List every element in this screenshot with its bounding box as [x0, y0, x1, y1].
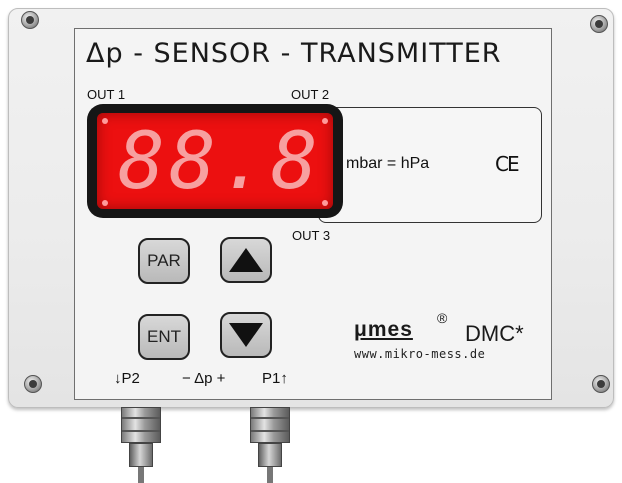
- out1-label: OUT 1: [87, 87, 126, 102]
- brand-url: www.mikro-mess.de: [354, 347, 486, 361]
- ce-mark: CE: [495, 152, 520, 176]
- screw-bottom-left-icon: [24, 375, 42, 393]
- up-button[interactable]: [220, 237, 272, 283]
- port-p2-label: ↓P2: [114, 370, 140, 387]
- display-readout: 88.8: [118, 117, 322, 207]
- unit-label: mbar = hPa: [346, 155, 430, 172]
- screw-bottom-right-icon: [592, 375, 610, 393]
- pressure-fitting-p2: [121, 407, 161, 483]
- brand-logo: μmes: [354, 318, 413, 341]
- ent-button[interactable]: ENT: [138, 314, 190, 360]
- arrow-down-icon: [229, 323, 263, 347]
- out3-label: OUT 3: [292, 228, 331, 243]
- device-title: Δp - SENSOR - TRANSMITTER: [86, 38, 502, 69]
- port-p1-label: P1↑: [262, 370, 288, 387]
- registered-mark: ®: [437, 310, 448, 326]
- port-dp-label: − Δp +: [182, 370, 226, 387]
- pressure-fitting-p1: [250, 407, 290, 483]
- led-corner-dot: [322, 200, 328, 206]
- down-button[interactable]: [220, 312, 272, 358]
- info-box: [318, 107, 542, 223]
- par-button[interactable]: PAR: [138, 238, 190, 284]
- screw-top-left-icon: [21, 11, 39, 29]
- out2-label: OUT 2: [291, 87, 330, 102]
- led-display: [97, 113, 333, 209]
- led-corner-dot: [102, 200, 108, 206]
- model-name: DMC*: [465, 321, 524, 346]
- arrow-up-icon: [229, 248, 263, 272]
- screw-top-right-icon: [590, 15, 608, 33]
- led-corner-dot: [102, 118, 108, 124]
- led-corner-dot: [322, 118, 328, 124]
